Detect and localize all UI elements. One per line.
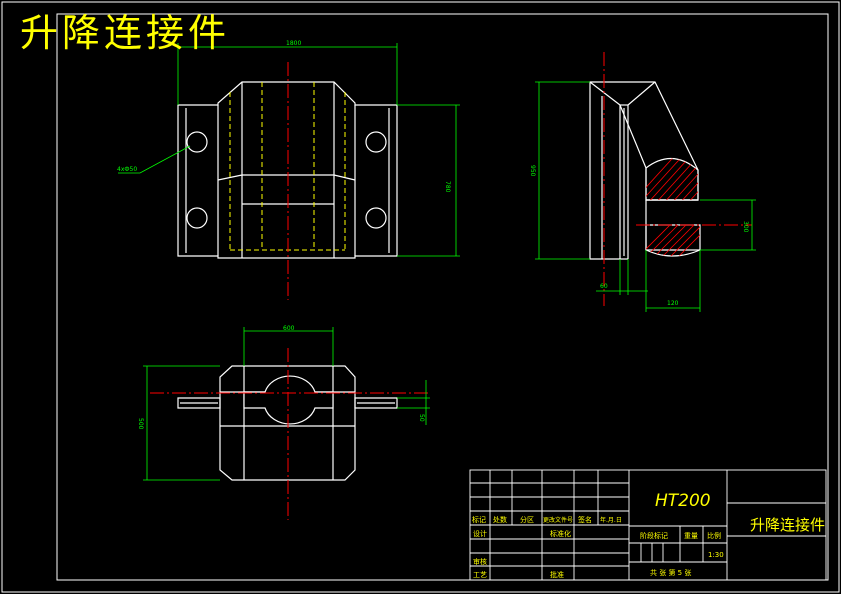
dim-side-height: 950: [529, 165, 536, 177]
side-view-dimensions: [535, 81, 756, 312]
title-block-labels: 标记 处数 分区 更改文件号 签名 年.月.日 设计 标准化 阶段标记 重量 比…: [472, 515, 721, 579]
sheet-label: 共 张 第 5 张: [650, 568, 691, 577]
label-change-doc: 更改文件号: [543, 516, 573, 524]
label-design: 设计: [473, 529, 487, 538]
label-process: 工艺: [473, 571, 487, 579]
front-view: [177, 81, 398, 259]
bolt-hole-top-right: [365, 131, 387, 153]
dim-top-width: 600: [283, 325, 295, 332]
dim-hole-callout: 4xФ50: [117, 166, 137, 173]
label-weight: 重量: [684, 532, 698, 540]
bolt-hole-top-left: [186, 131, 208, 153]
label-signature: 签名: [578, 515, 592, 524]
label-ratio: 比例: [707, 531, 721, 540]
label-count: 处数: [493, 515, 507, 524]
label-mark: 标记: [472, 515, 486, 524]
label-approve: 批准: [550, 570, 564, 579]
dim-side-offset: 60: [600, 283, 608, 290]
label-review: 审核: [473, 557, 487, 566]
side-view-outline: [589, 81, 699, 260]
label-date: 年.月.日: [600, 516, 622, 524]
label-zone: 分区: [520, 515, 534, 524]
inner-border: [56, 13, 829, 581]
bolt-hole-bottom-right: [365, 207, 387, 229]
drawing-title: 升降连接件: [20, 11, 231, 55]
dim-front-height: 780: [444, 181, 451, 193]
dim-front-top-width: 1800: [286, 40, 301, 47]
side-view: [589, 81, 700, 260]
hatched-section: [645, 157, 699, 201]
front-view-dimensions: [118, 43, 460, 257]
dim-top-height: 500: [137, 418, 144, 430]
side-view-centerlines: [603, 52, 752, 306]
part-name-label: 升降连接件: [750, 516, 825, 534]
label-stage-mark: 阶段标记: [640, 531, 668, 540]
title-block: [469, 469, 827, 581]
scale-label: 1:30: [708, 551, 724, 559]
bolt-hole-bottom-left: [186, 207, 208, 229]
material-label: HT200: [655, 491, 711, 511]
dim-side-small-height: 300: [742, 221, 749, 233]
dim-top-small: 50: [418, 414, 425, 422]
top-view-centerlines: [150, 348, 430, 520]
label-standardize: 标准化: [550, 529, 571, 538]
top-view-dimensions: [143, 327, 430, 481]
dim-side-depth: 120: [667, 300, 679, 307]
